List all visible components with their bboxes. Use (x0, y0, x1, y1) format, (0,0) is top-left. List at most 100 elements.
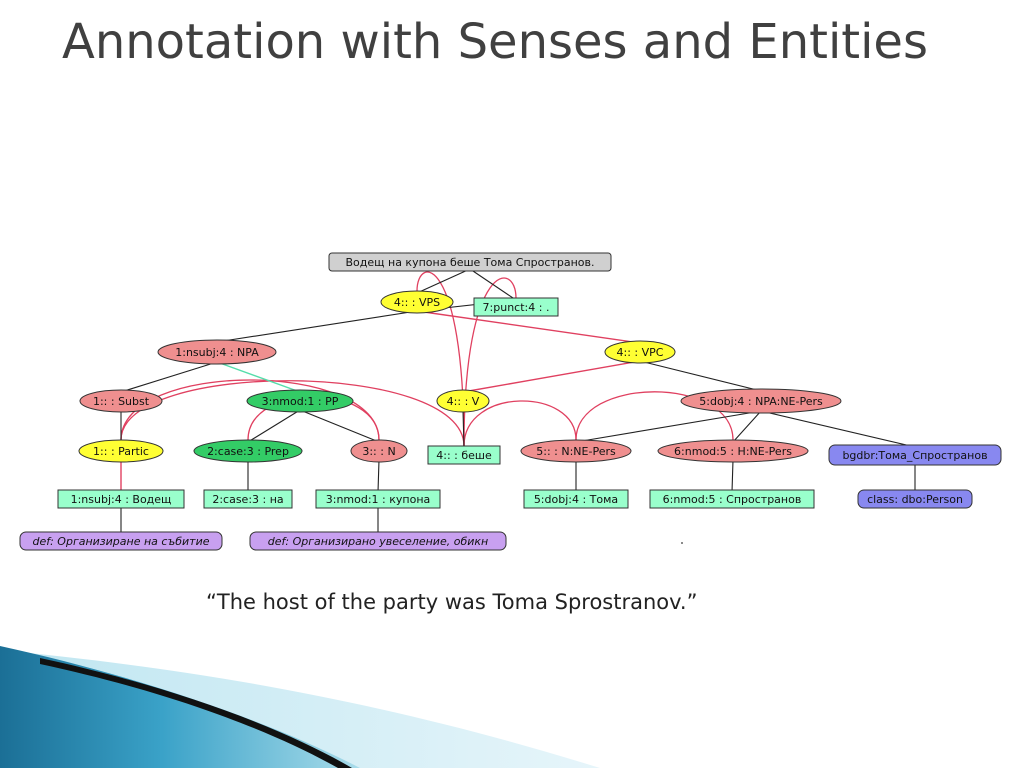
dependency-arc-beshe-n_ne (463, 400, 577, 447)
node-label: 4:: : VPC (617, 346, 664, 359)
node-shape (193, 439, 303, 463)
node-subst: 1:: : Subst (79, 389, 163, 413)
node-shape (380, 290, 454, 314)
node-shape (473, 297, 559, 317)
edge-dobj_npa-h_ne (732, 410, 762, 443)
dependency-arc-beshe-vps (416, 271, 465, 447)
node-label: 6:nmod:5 : Спространов (663, 493, 802, 506)
node-label: 4:: : V (447, 395, 480, 408)
node-vpc: 4:: : VPC (604, 340, 676, 364)
node-label: 7:punct:4 : . (483, 301, 550, 314)
node-nsubj-npa: 1:nsubj:4 : NPA (157, 339, 277, 365)
dependency-arc-n_ne-h_ne (575, 391, 734, 441)
node-shape (436, 389, 490, 413)
node-label: 3:nmod:1 : купона (326, 493, 431, 506)
edge-sentence-punct (469, 268, 517, 301)
node-shape (157, 339, 277, 365)
node-w-kupona: 3:nmod:1 : купона (315, 489, 441, 509)
node-label: bgdbr:Тома_Спространов (842, 449, 987, 462)
node-dobj-npa: 5:dobj:4 : NPA:NE-Pers (680, 388, 842, 414)
node-n: 3:: : N (350, 439, 408, 463)
node-label: def: Организирано увеселение, обикн (268, 535, 488, 548)
node-v: 4:: : V (436, 389, 490, 413)
node-class: class: dbo:Person (857, 489, 973, 509)
node-n-ne: 5:: : N:NE-Pers (520, 439, 632, 463)
node-label: 1:: : Partic (93, 445, 149, 458)
node-shape (328, 252, 612, 272)
node-shape (523, 489, 629, 509)
node-shape (350, 439, 408, 463)
node-bgdbr: bgdbr:Тома_Спространов (828, 444, 1002, 466)
node-shape (57, 489, 185, 509)
node-shape (249, 531, 507, 551)
node-shape (828, 444, 1002, 466)
node-label: 5:dobj:4 : NPA:NE-Pers (699, 395, 823, 408)
node-label: 5:dobj:4 : Тома (534, 493, 618, 506)
node-shape (680, 388, 842, 414)
node-w-sprostranov: 6:nmod:5 : Спространов (649, 489, 815, 509)
edge-h_ne-w_sprostranov (731, 459, 734, 493)
edge-nmod_pp-n (299, 409, 380, 443)
edge-n-w_kupona (377, 459, 380, 493)
edge-nsubj_npa-subst (120, 361, 218, 393)
edge-vps-vpc (416, 310, 641, 344)
slide-title: Annotation with Senses and Entities (62, 14, 928, 70)
node-label: def: Организиране на събитие (32, 535, 209, 548)
node-label: 1:nsubj:4 : NPA (175, 346, 259, 359)
edge-vpc-dobj_npa (639, 360, 762, 392)
node-shape (246, 389, 354, 413)
edge-nmod_pp-case_prep (247, 409, 301, 443)
node-shape (649, 489, 815, 509)
edge-vps-nsubj_npa (216, 310, 418, 343)
node-vps: 4:: : VPS (380, 290, 454, 314)
node-shape (315, 489, 441, 509)
node-shape (604, 340, 676, 364)
node-label: 2:case:3 : на (212, 493, 283, 506)
node-shape (427, 445, 501, 465)
node-case-prep: 2:case:3 : Prep (193, 439, 303, 463)
node-punct: 7:punct:4 : . (473, 297, 559, 317)
node-label: 2:case:3 : Prep (207, 445, 289, 458)
node-def1: def: Организиране на събитие (19, 531, 223, 551)
node-label: 6:nmod:5 : H:NE-Pers (674, 445, 792, 458)
node-label: 4:: : беше (436, 449, 492, 462)
wave-blue (0, 646, 360, 768)
node-sentence: Водещ на купона беше Тома Спространов. (328, 252, 612, 272)
node-shape (657, 439, 809, 463)
node-shape (19, 531, 223, 551)
node-partic: 1:: : Partic (78, 439, 164, 463)
node-w-toma: 5:dobj:4 : Тома (523, 489, 629, 509)
node-h-ne: 6:nmod:5 : H:NE-Pers (657, 439, 809, 463)
edge-vpc-v (462, 360, 641, 393)
node-label: 1:nsubj:4 : Водещ (71, 493, 172, 506)
edge-nsubj_npa-nmod_pp (216, 361, 301, 393)
node-shape (79, 389, 163, 413)
stray-dot (681, 542, 683, 544)
node-label: Водещ на купона беше Тома Спространов. (346, 256, 595, 269)
edge-v-beshe (462, 409, 465, 449)
node-def2: def: Организирано увеселение, обикн (249, 531, 507, 551)
node-nmod-pp: 3:nmod:1 : PP (246, 389, 354, 413)
wave-black-stripe (40, 658, 352, 768)
dependency-arc-beshe-punct (463, 277, 517, 447)
dependency-arc-partic-n (120, 379, 380, 441)
node-label: class: dbo:Person (867, 493, 963, 506)
node-shape (78, 439, 164, 463)
node-label: 3:: : N (362, 445, 395, 458)
tree-nodes: Водещ на купона беше Тома Спространов. 4:… (19, 252, 1002, 551)
node-label: 1:: : Subst (93, 395, 150, 408)
node-shape (857, 489, 973, 509)
node-label: 5:: : N:NE-Pers (536, 445, 616, 458)
node-label: 4:: : VPS (394, 296, 440, 309)
dependency-arc-beshe-partic (120, 380, 465, 447)
node-w-vodesht: 1:nsubj:4 : Водещ (57, 489, 185, 509)
node-shape (520, 439, 632, 463)
edge-dobj_npa-n_ne (575, 410, 762, 443)
node-w-na: 2:case:3 : на (203, 489, 293, 509)
node-beshe: 4:: : беше (427, 445, 501, 465)
edge-sentence-vps (416, 268, 471, 294)
node-label: 3:nmod:1 : PP (262, 395, 339, 408)
edge-dobj_npa-bgdbr (760, 410, 916, 448)
